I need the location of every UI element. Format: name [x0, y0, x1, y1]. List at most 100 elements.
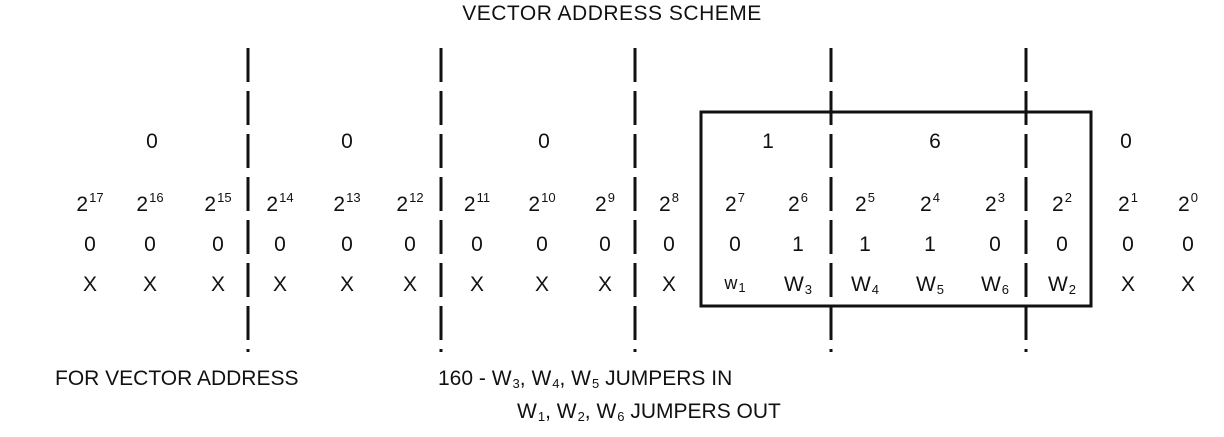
footer-separator: ,	[584, 400, 597, 423]
bit-value: 0	[471, 233, 483, 256]
bit-weight-exponent: 15	[217, 190, 232, 205]
footer-jumper-name: W	[596, 400, 617, 423]
bit-weight-exponent: 1	[1130, 190, 1138, 205]
bit-weight-exponent: 10	[541, 190, 556, 205]
bit-weight: 29	[595, 190, 615, 217]
footer-jumper-name: W	[531, 367, 552, 390]
bit-value: 0	[274, 233, 286, 256]
jumper-name: X	[142, 273, 158, 296]
bit-value: 0	[212, 233, 224, 256]
jumper-name: w	[724, 273, 738, 293]
jumper-cell: W3	[784, 273, 812, 297]
jumper-cell: X	[535, 273, 549, 297]
jumper-cell: W6	[981, 273, 1009, 297]
jumper-name: X	[597, 273, 613, 296]
jumper-name: X	[339, 273, 355, 296]
bit-weight: 210	[528, 190, 555, 217]
bit-weight-exponent: 0	[1190, 190, 1198, 205]
bit-weight-base: 2	[1118, 193, 1130, 216]
bit-value: 1	[924, 233, 936, 256]
jumper-name: W	[980, 273, 1001, 296]
jumper-cell: X	[83, 273, 97, 297]
jumper-cell: W2	[1048, 273, 1076, 297]
footer-jumper: W3,	[491, 367, 532, 391]
jumper-cell: X	[1121, 273, 1135, 297]
bit-value: 0	[144, 233, 156, 256]
bit-weight-exponent: 14	[279, 190, 294, 205]
bit-value: 0	[1182, 233, 1194, 256]
bit-value: 0	[599, 233, 611, 256]
jumper-number: 2	[1068, 282, 1077, 297]
bit-weight-exponent: 6	[800, 190, 808, 205]
bit-weight: 20	[1178, 190, 1198, 217]
jumper-bits-box	[699, 110, 1093, 308]
footer-vector-value: 160 -	[438, 367, 492, 390]
bit-weight-exponent: 12	[409, 190, 424, 205]
jumper-number: 4	[871, 282, 880, 297]
bit-weight: 23	[985, 190, 1005, 217]
jumper-name: W	[783, 273, 804, 296]
jumper-number: 3	[804, 282, 813, 297]
bit-value: 1	[792, 233, 804, 256]
bit-weight-base: 2	[396, 193, 409, 216]
bit-weight-base: 2	[76, 193, 89, 216]
jumper-name: X	[469, 273, 485, 296]
bit-weight: 217	[76, 190, 103, 217]
bit-weight-exponent: 5	[867, 190, 875, 205]
bit-value: 0	[404, 233, 416, 256]
footer-separator: ,	[545, 400, 557, 423]
jumper-cell: X	[470, 273, 484, 297]
bit-weight-base: 2	[266, 193, 279, 216]
footer-jumper-number: 5	[592, 376, 600, 391]
bit-weight-exponent: 4	[932, 190, 940, 205]
jumper-cell: W4	[851, 273, 879, 297]
bit-weight-base: 2	[788, 193, 800, 216]
bit-weight-exponent: 2	[1064, 190, 1072, 205]
bit-weight: 26	[788, 190, 808, 217]
bit-value: 0	[84, 233, 96, 256]
footer-in-text: JUMPERS IN	[599, 367, 733, 390]
footer-separator: ,	[559, 367, 572, 390]
bit-value: 0	[1122, 233, 1134, 256]
bit-weight-exponent: 7	[737, 190, 745, 205]
bit-weight-base: 2	[985, 193, 997, 216]
footer-label: FOR VECTOR ADDRESS	[55, 367, 299, 390]
footer-jumper-name: W	[491, 367, 512, 390]
jumper-cell: X	[143, 273, 157, 297]
bit-value: 0	[341, 233, 353, 256]
bit-weight-base: 2	[136, 193, 149, 216]
bit-weight-base: 2	[333, 193, 346, 216]
footer-jumper-number: 4	[552, 376, 560, 391]
bit-weight-exponent: 3	[997, 190, 1005, 205]
footer-jumper: W2,	[557, 400, 597, 424]
bit-value: 0	[663, 233, 675, 256]
bit-weight-exponent: 13	[346, 190, 361, 205]
octal-digit: 0	[1120, 130, 1132, 153]
octal-digit: 0	[538, 130, 550, 153]
footer-jumper-number: 3	[512, 376, 520, 391]
jumper-cell: X	[662, 273, 676, 297]
bit-weight: 22	[1052, 190, 1072, 217]
footer-jumper: W5	[571, 367, 600, 391]
bit-weight-base: 2	[855, 193, 867, 216]
bit-weight: 25	[855, 190, 875, 217]
footer-out-text: JUMPERS OUT	[624, 400, 781, 423]
footer-jumper-number: 6	[617, 409, 625, 424]
bit-weight-exponent: 11	[476, 190, 491, 205]
footer-separator: ,	[519, 367, 532, 390]
octal-digit: 0	[146, 130, 158, 153]
bit-weight-base: 2	[204, 193, 217, 216]
bit-weight: 216	[136, 190, 163, 217]
jumper-name: X	[210, 273, 226, 296]
jumper-name: W	[850, 273, 871, 296]
jumper-cell: X	[1181, 273, 1195, 297]
bit-weight: 212	[396, 190, 423, 217]
bit-weight: 28	[659, 190, 679, 217]
bit-weight-exponent: 17	[89, 190, 104, 205]
bit-weight-base: 2	[725, 193, 737, 216]
jumper-cell: w1	[724, 273, 745, 295]
jumper-number: 5	[936, 282, 945, 297]
footer-jumper: W6	[596, 400, 625, 424]
footer-jumpers-out: W1, W2, W6 JUMPERS OUT	[517, 400, 781, 424]
